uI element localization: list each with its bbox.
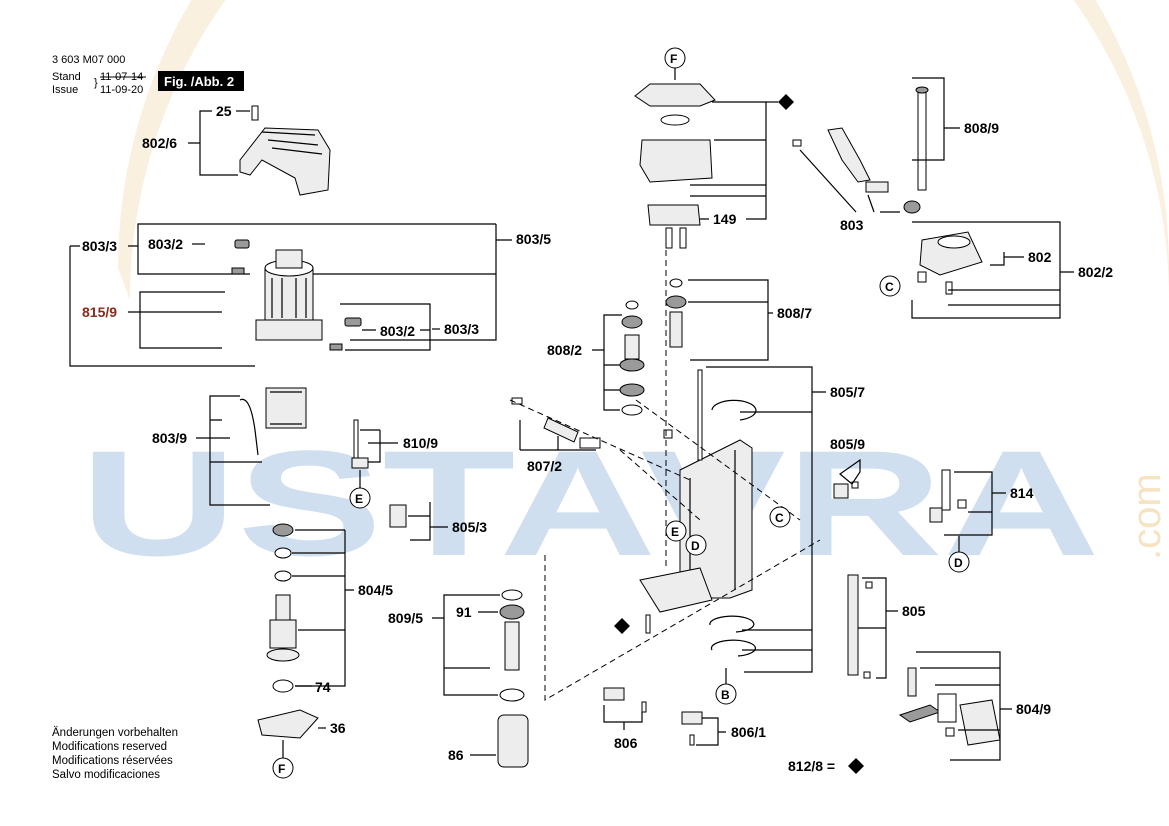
header: 3 603 M07 000 Stand Issue } 11-07-14 11-… xyxy=(52,54,244,96)
diamond-marker-top xyxy=(778,94,794,110)
rail-805 xyxy=(847,574,873,679)
note-line-1: Änderungen vorbehalten xyxy=(52,727,178,739)
label-802: 802 xyxy=(1028,249,1052,265)
label-805-3: 805/3 xyxy=(452,519,487,535)
figure-label: Fig. /Abb. 2 xyxy=(164,74,234,89)
rod-808-9 xyxy=(915,86,929,191)
ref-marker-d-center: D xyxy=(685,534,707,556)
label-808-9: 808/9 xyxy=(964,120,999,136)
label-149: 149 xyxy=(713,211,737,227)
label-86: 86 xyxy=(448,747,464,763)
label-808-2: 808/2 xyxy=(547,342,582,358)
stand-label: Stand xyxy=(52,71,81,83)
issue-date: 11-09-20 xyxy=(100,84,143,96)
svg-text:D: D xyxy=(954,556,963,570)
label-807-2: 807/2 xyxy=(527,458,562,474)
label-803-2-right: 803/2 xyxy=(380,323,415,339)
ref-marker-e-center: E xyxy=(665,520,687,542)
switch-806 xyxy=(603,687,647,713)
figure-label-box xyxy=(158,71,244,91)
diamond-marker-legend xyxy=(848,758,864,774)
label-802-6: 802/6 xyxy=(142,135,177,151)
svg-text:E: E xyxy=(671,525,679,539)
label-804-9: 804/9 xyxy=(1016,701,1051,717)
label-803-3-left: 803/3 xyxy=(82,238,117,254)
note-line-3: Modifications réservées xyxy=(52,755,173,767)
svg-text:F: F xyxy=(278,762,285,776)
switch-805-3 xyxy=(389,504,407,528)
label-74: 74 xyxy=(315,679,331,695)
ref-marker-b-center: B xyxy=(715,683,737,705)
cover-802-6 xyxy=(239,105,331,196)
motor-housing xyxy=(231,239,362,351)
gear-set-808-7 xyxy=(665,278,687,348)
gear-set-808-2 xyxy=(619,300,645,416)
svg-text:E: E xyxy=(355,492,363,506)
ref-marker-f-top: F xyxy=(664,47,686,69)
guide-805-9 xyxy=(833,481,859,499)
label-806: 806 xyxy=(614,735,638,751)
ref-marker-f-bottom: F xyxy=(272,757,294,779)
label-815-9: 815/9 xyxy=(82,304,117,320)
watermark-suffix: .com xyxy=(1125,473,1169,560)
label-805: 805 xyxy=(902,603,926,619)
ref-marker-d-right: D xyxy=(948,551,970,573)
svg-text:C: C xyxy=(775,511,784,525)
label-810-9: 810/9 xyxy=(403,435,438,451)
label-803-3-right: 803/3 xyxy=(444,321,479,337)
label-806-1: 806/1 xyxy=(731,724,766,740)
plate-804-9 xyxy=(898,667,1001,746)
label-803-5: 803/5 xyxy=(516,231,551,247)
legend-label: 812/8 = xyxy=(788,758,835,774)
gear-housing xyxy=(634,83,716,249)
field-coil xyxy=(239,387,307,456)
note-line-4: Salvo modificaciones xyxy=(52,769,160,781)
label-804-5: 804/5 xyxy=(358,582,393,598)
svg-text:C: C xyxy=(885,280,894,294)
label-25: 25 xyxy=(216,103,232,119)
handle-803 xyxy=(792,127,921,214)
label-36: 36 xyxy=(330,720,346,736)
label-809-5: 809/5 xyxy=(388,610,423,626)
switch-806-1 xyxy=(681,711,703,746)
chuck-group xyxy=(497,589,529,768)
label-803-9: 803/9 xyxy=(152,430,187,446)
armature-group xyxy=(257,523,319,739)
brace-glyph: } xyxy=(94,77,98,89)
svg-text:F: F xyxy=(670,52,677,66)
label-808-7: 808/7 xyxy=(777,305,812,321)
ref-marker-e-left: E xyxy=(349,487,371,509)
shaft-807-2 xyxy=(511,397,601,449)
note-line-2: Modifications reserved xyxy=(52,741,167,753)
svg-text:D: D xyxy=(691,539,700,553)
brush-holder-810-9 xyxy=(351,419,369,469)
clamp-802 xyxy=(917,231,983,295)
ref-marker-c-center: C xyxy=(769,506,791,528)
label-805-9: 805/9 xyxy=(830,436,865,452)
label-803: 803 xyxy=(840,217,864,233)
svg-text:B: B xyxy=(721,688,730,702)
label-814: 814 xyxy=(1010,485,1034,501)
column-housing xyxy=(639,369,757,613)
ref-marker-c-right: C xyxy=(879,275,901,297)
label-91: 91 xyxy=(456,604,472,620)
diamond-marker-mid xyxy=(614,618,630,634)
doc-number: 3 603 M07 000 xyxy=(52,54,125,66)
brushes-814 xyxy=(929,469,967,523)
label-805-7: 805/7 xyxy=(830,384,865,400)
label-803-2-left: 803/2 xyxy=(148,236,183,252)
label-802-2: 802/2 xyxy=(1078,264,1113,280)
issue-label: Issue xyxy=(52,84,78,96)
